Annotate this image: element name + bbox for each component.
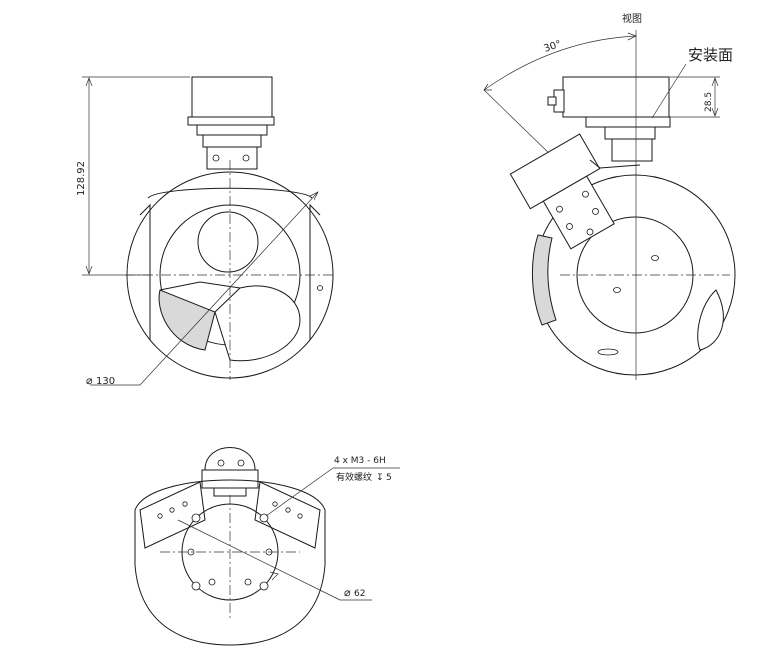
diameter-front-label: 130 [96, 376, 115, 387]
diameter-bottom-label: 62 [354, 589, 365, 599]
bottom-view: 4 x M3 - 6H 有效螺纹 ↧ 5 ⌀ 62 [134, 447, 400, 646]
depth-symbol: ↧ [376, 473, 384, 483]
bottom-bracket-right [254, 481, 321, 549]
bottom-bracket-left [139, 481, 206, 549]
front-mount-block [191, 76, 273, 118]
mount-dimension-label: 28.5 [704, 92, 714, 112]
view-label: 视图 [622, 12, 642, 25]
thread-depth-label: 5 [386, 473, 392, 483]
front-lens-right [214, 285, 301, 362]
thread-effective-label: 有效螺纹 [336, 471, 372, 483]
front-lens-left [158, 289, 216, 351]
thread-spec-label: 4 x M3 - 6H [334, 456, 386, 466]
side-mount-block [562, 76, 670, 118]
bottom-body [134, 479, 326, 646]
bottom-top-cap [204, 447, 256, 471]
diameter-symbol-front: ⌀ [86, 374, 93, 387]
side-view: 视图 28.5 安装面 30° [483, 12, 736, 380]
mount-face-label: 安装面 [688, 46, 733, 64]
diameter-symbol-bottom: ⌀ [344, 586, 351, 599]
height-dimension-label: 128.92 [76, 161, 87, 196]
front-view: 128.92 ⌀ 130 [76, 76, 335, 387]
front-lens-top [197, 211, 259, 273]
angle-label: 30° [543, 39, 563, 55]
